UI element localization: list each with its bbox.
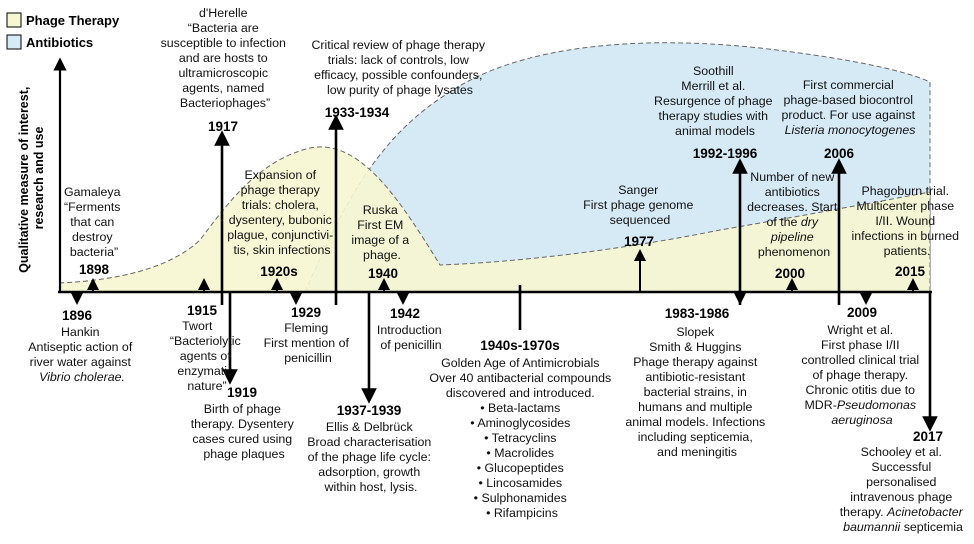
svg-text:Slopek Smith & Huggins: Slopek Smith & Huggins Phage therapy aga… — [625, 325, 768, 459]
event-1919: 1919 Birth of phage therapy. Dysentery c… — [191, 385, 298, 461]
svg-text:1919: 1919 — [227, 385, 257, 400]
svg-text:1917: 1917 — [208, 119, 238, 134]
svg-text:Critical review of phage thera: Critical review of phage therapy trials:… — [311, 38, 488, 97]
svg-text:Ellis & Delbrück Broad c: Ellis & Delbrück Broad characterisation … — [307, 420, 434, 494]
svg-text:First commercial phage-b: First commercial phage-based biocontrol … — [781, 78, 918, 137]
svg-text:Expansion of phage thera: Expansion of phage therapy trials: chole… — [227, 168, 337, 257]
svg-text:1915: 1915 — [187, 303, 218, 318]
svg-text:Phagoburn trial. Multice: Phagoburn trial. Multicenter phase I/II.… — [852, 184, 963, 258]
event-2015: Phagoburn trial. Multicenter phase I/II.… — [852, 184, 963, 279]
svg-text:2015: 2015 — [895, 264, 926, 279]
svg-text:Gamaleya “Ferments: Gamaleya “Ferments that can destroy bact… — [64, 185, 124, 259]
svg-text:1933-1934: 1933-1934 — [325, 105, 390, 120]
event-1920s: Expansion of phage therapy trials: chole… — [227, 168, 337, 279]
event-1942: 1942 Introduction of penicillin — [377, 306, 445, 352]
event-markers — [71, 114, 938, 432]
y-axis-label: Qualitative measure of interest, researc… — [17, 83, 46, 273]
event-1940: Ruska First EM image of a phage. 1940 — [351, 203, 412, 281]
phage-therapy-area — [59, 146, 931, 293]
event-2017: 2017 Schooley et al. Successful personal… — [840, 429, 967, 534]
svg-text:2006: 2006 — [824, 146, 855, 161]
svg-text:1920s: 1920s — [260, 264, 298, 279]
svg-text:1992-1996: 1992-1996 — [693, 146, 758, 161]
svg-text:d'Herelle “Bacteria are: d'Herelle “Bacteria are susceptible to i… — [161, 6, 290, 110]
legend-swatch-phage — [6, 12, 22, 28]
event-1940s-1970s: 1940s-1970s Golden Age of Antimicrobials… — [429, 338, 614, 520]
svg-text:Ruska First EM ima: Ruska First EM image of a phage. — [351, 203, 412, 262]
event-1977: Sanger First phage genome sequenced 1977 — [583, 183, 697, 249]
svg-text:Schooley et al. Successf: Schooley et al. Successful personalised … — [840, 445, 967, 534]
legend-label-antibiotics: Antibiotics — [26, 35, 93, 50]
event-1933-1934: Critical review of phage therapy trials:… — [311, 38, 488, 120]
svg-text:2009: 2009 — [847, 305, 877, 320]
svg-text:Wright et al. First phas: Wright et al. First phase I/II controlle… — [801, 323, 922, 427]
svg-text:1896: 1896 — [62, 308, 93, 323]
legend-label-phage: Phage Therapy — [26, 13, 120, 28]
svg-text:Fleming First mention of: Fleming First mention of penicillin — [264, 321, 353, 365]
svg-text:1942: 1942 — [390, 306, 420, 321]
svg-text:1898: 1898 — [79, 262, 110, 277]
event-1992-1996: Soothill Merrill et al. Resurgence of ph… — [654, 64, 776, 161]
svg-text:1940s-1970s: 1940s-1970s — [480, 338, 560, 353]
svg-text:Introduction of penicill: Introduction of penicillin — [377, 323, 445, 352]
svg-text:Soothill Merrill et al.: Soothill Merrill et al. Resurgence of ph… — [654, 64, 776, 138]
svg-text:1937-1939: 1937-1939 — [337, 403, 402, 418]
event-1937-1939: 1937-1939 Ellis & Delbrück Broad charact… — [307, 403, 434, 494]
svg-text:Hankin Antiseptic action: Hankin Antiseptic action of river water … — [28, 325, 135, 384]
event-1898: Gamaleya “Ferments that can destroy bact… — [64, 185, 124, 277]
svg-text:1929: 1929 — [291, 305, 321, 320]
event-1983-1986: 1983-1986 Slopek Smith & Huggins Phage t… — [625, 306, 768, 459]
event-1915: 1915 Twort “Bacteriolytic agents of enzy… — [170, 303, 244, 393]
event-2009: 2009 Wright et al. First phase I/II cont… — [801, 305, 922, 427]
svg-text:Number of new antibiotic: Number of new antibiotics decreases. Sta… — [747, 170, 841, 259]
svg-text:1977: 1977 — [624, 234, 654, 249]
svg-text:1983-1986: 1983-1986 — [665, 306, 730, 321]
svg-text:2000: 2000 — [775, 266, 805, 281]
event-2000: Number of new antibiotics decreases. Sta… — [747, 170, 841, 281]
svg-text:2017: 2017 — [913, 429, 943, 444]
svg-text:1940: 1940 — [368, 266, 398, 281]
event-2006: First commercial phage-based biocontrol … — [781, 78, 918, 161]
svg-text:Birth of phage therapy.: Birth of phage therapy. Dysentery cases … — [191, 402, 298, 461]
event-1896: 1896 Hankin Antiseptic action of river w… — [28, 308, 135, 384]
legend-swatch-antibiotics — [6, 34, 22, 50]
svg-text:Sanger First phage genom: Sanger First phage genome sequenced — [583, 183, 697, 227]
event-1929: 1929 Fleming First mention of penicillin — [264, 305, 353, 365]
legend: Phage Therapy Antibiotics — [6, 12, 120, 50]
event-1917: d'Herelle “Bacteria are susceptible to i… — [161, 6, 290, 134]
svg-text:Golden Age of Antimicrobials: Golden Age of Antimicrobials Over 40 ant… — [429, 356, 614, 520]
svg-text:Twort “Bacteriolytic: Twort “Bacteriolytic agents of enzymatic… — [170, 319, 244, 393]
